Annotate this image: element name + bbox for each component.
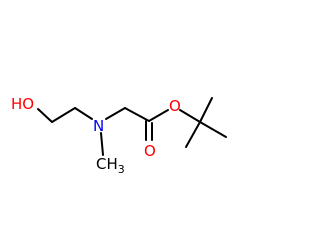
bond-c1-c2 — [51, 107, 76, 123]
atom-label-hydroxyl: HO — [11, 95, 34, 113]
bond-tbu-down — [185, 121, 201, 148]
atom-label-ester-oxygen: O — [169, 97, 181, 115]
bond-ho-c1 — [37, 108, 53, 123]
bond-n-methyl — [100, 132, 104, 156]
atom-label-methyl: CH3 — [96, 155, 125, 176]
atom-label-nitrogen: N — [93, 117, 104, 135]
bond-carbonyl-c-ester-o — [148, 109, 169, 122]
structure-svg: HO N CH3 O O — [11, 95, 227, 176]
bond-tbu-right — [199, 121, 227, 138]
atom-label-carbonyl-oxygen: O — [144, 142, 156, 160]
bond-c2-n — [74, 107, 93, 120]
bond-ch2-carbonyl-c — [124, 107, 150, 122]
methyl-subscript: 3 — [118, 163, 125, 176]
bond-ester-o-quaternary-c — [179, 109, 201, 123]
bond-tbu-up — [199, 97, 213, 123]
methyl-ch: CH — [96, 155, 118, 173]
molecule-diagram: HO N CH3 O O — [11, 95, 227, 176]
bond-n-ch2 — [105, 107, 126, 120]
